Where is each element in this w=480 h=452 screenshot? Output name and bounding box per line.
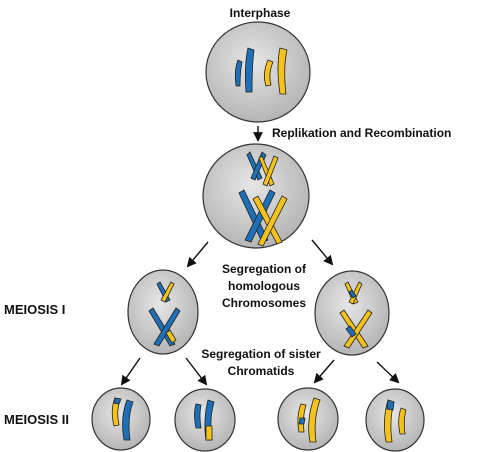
arrow-to-meiosis1-left	[186, 241, 209, 268]
arrow-to-meiosis2-3	[313, 359, 335, 384]
label-segregation-homologous: Segregation of homologous Chromosomes	[198, 261, 330, 312]
chromosomes-meiosis2-2	[194, 399, 215, 441]
cell-interphase	[205, 21, 311, 123]
chromosomes-meiosis1-left	[148, 281, 181, 347]
cell-replicated	[202, 143, 310, 249]
chromosomes-meiosis1-right	[339, 281, 373, 349]
label-segregation-homologous-text: Segregation of homologous Chromosomes	[221, 262, 307, 310]
arrow-to-meiosis2-2	[185, 357, 208, 386]
label-interphase: Interphase	[229, 6, 291, 20]
cell-meiosis2-4	[365, 388, 425, 452]
chromosomes-meiosis2-1	[111, 397, 134, 441]
cell-meiosis1-right	[314, 270, 390, 356]
arrow-to-meiosis2-1	[120, 357, 141, 386]
cell-meiosis1-left	[127, 269, 199, 355]
label-replication: Replikation and Recombination	[272, 126, 452, 140]
cell-meiosis2-3	[277, 387, 339, 451]
label-meiosis-1: MEIOSIS I	[4, 302, 66, 317]
chromosomes-interphase	[234, 47, 288, 95]
label-segregation-sister: Segregation of sister Chromatids	[186, 346, 336, 380]
label-segregation-sister-text: Segregation of sister Chromatids	[201, 347, 321, 378]
label-meiosis-2: MEIOSIS II	[4, 412, 70, 427]
arrow-to-meiosis1-right	[311, 239, 334, 266]
chromosomes-replicated	[238, 151, 288, 247]
chromosomes-meiosis2-4	[384, 399, 407, 443]
chromosomes-meiosis2-3	[297, 397, 321, 443]
arrows	[120, 126, 400, 386]
arrow-to-meiosis2-4	[376, 361, 400, 384]
cell-meiosis2-1	[91, 387, 151, 451]
